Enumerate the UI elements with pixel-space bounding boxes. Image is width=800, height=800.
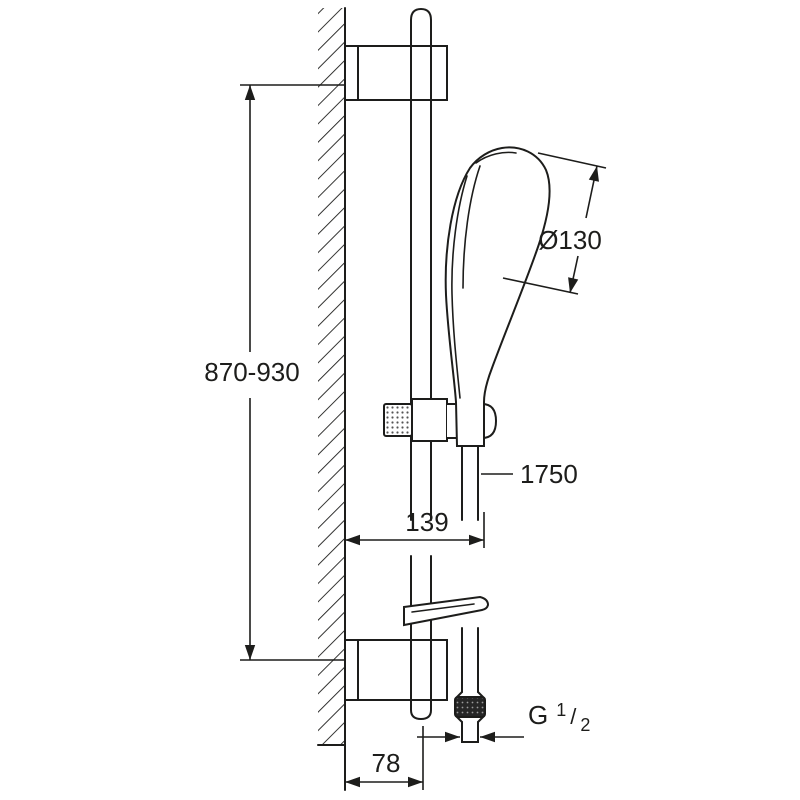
rail-lower-segment: [410, 555, 432, 721]
soap-dish-lip-line: [411, 603, 475, 613]
dim-head-line-upper: [585, 165, 599, 219]
hose-upper: [461, 445, 479, 521]
hose-lower-fitting: [454, 627, 486, 743]
hand-shower: [444, 146, 551, 447]
thread-label-denominator: 2: [580, 715, 590, 735]
nut-taper-bottom-left: [456, 716, 463, 723]
bottom-bracket-outline: [344, 639, 448, 701]
soap-dish: [403, 595, 490, 627]
dim-thread: G 1 / 2: [417, 700, 590, 743]
hand-shower-top-contour: [475, 151, 517, 164]
top-bracket-outline: [344, 45, 448, 101]
shower-rail: [410, 7, 432, 721]
nut-taper-bottom-right: [477, 716, 484, 723]
dim-wall-distance: 78: [345, 726, 424, 790]
thread-label: G 1 / 2: [528, 700, 590, 735]
dim-head-ext-bottom: [502, 277, 579, 295]
dim-head-diameter: Ø130: [502, 152, 607, 295]
wall-distance-label: 78: [372, 748, 401, 778]
dim-hose-length: 1750: [481, 459, 578, 489]
top-bracket: [344, 45, 448, 101]
wall-section: [317, 7, 346, 791]
hand-shower-inner-contour: [462, 165, 481, 289]
thread-label-numerator: 1: [556, 700, 566, 720]
thread-label-prefix: G: [528, 700, 548, 730]
dim-head-ext-top: [537, 152, 607, 169]
dim-rail-height: 870-930: [204, 84, 345, 661]
dim-holder-depth: 139: [345, 507, 485, 548]
dim-head-line-lower: [568, 255, 579, 294]
thread-nipple: [461, 721, 479, 743]
knurled-nut: [454, 696, 486, 718]
slider-body: [411, 398, 448, 442]
hose-length-label: 1750: [520, 459, 578, 489]
soap-dish-outline: [403, 595, 490, 627]
hand-shower-outline: [444, 146, 551, 447]
hand-shower-face-contour: [451, 175, 468, 399]
wall-hatch: [318, 8, 345, 745]
thread-label-slash: /: [570, 704, 577, 729]
rail-height-label: 870-930: [204, 357, 299, 387]
rail-upper-segment: [410, 7, 432, 521]
slider-knob-knurling: [386, 406, 410, 434]
head-diameter-label: Ø130: [538, 225, 602, 255]
holder-depth-label: 139: [405, 507, 448, 537]
bottom-bracket: [344, 639, 448, 701]
